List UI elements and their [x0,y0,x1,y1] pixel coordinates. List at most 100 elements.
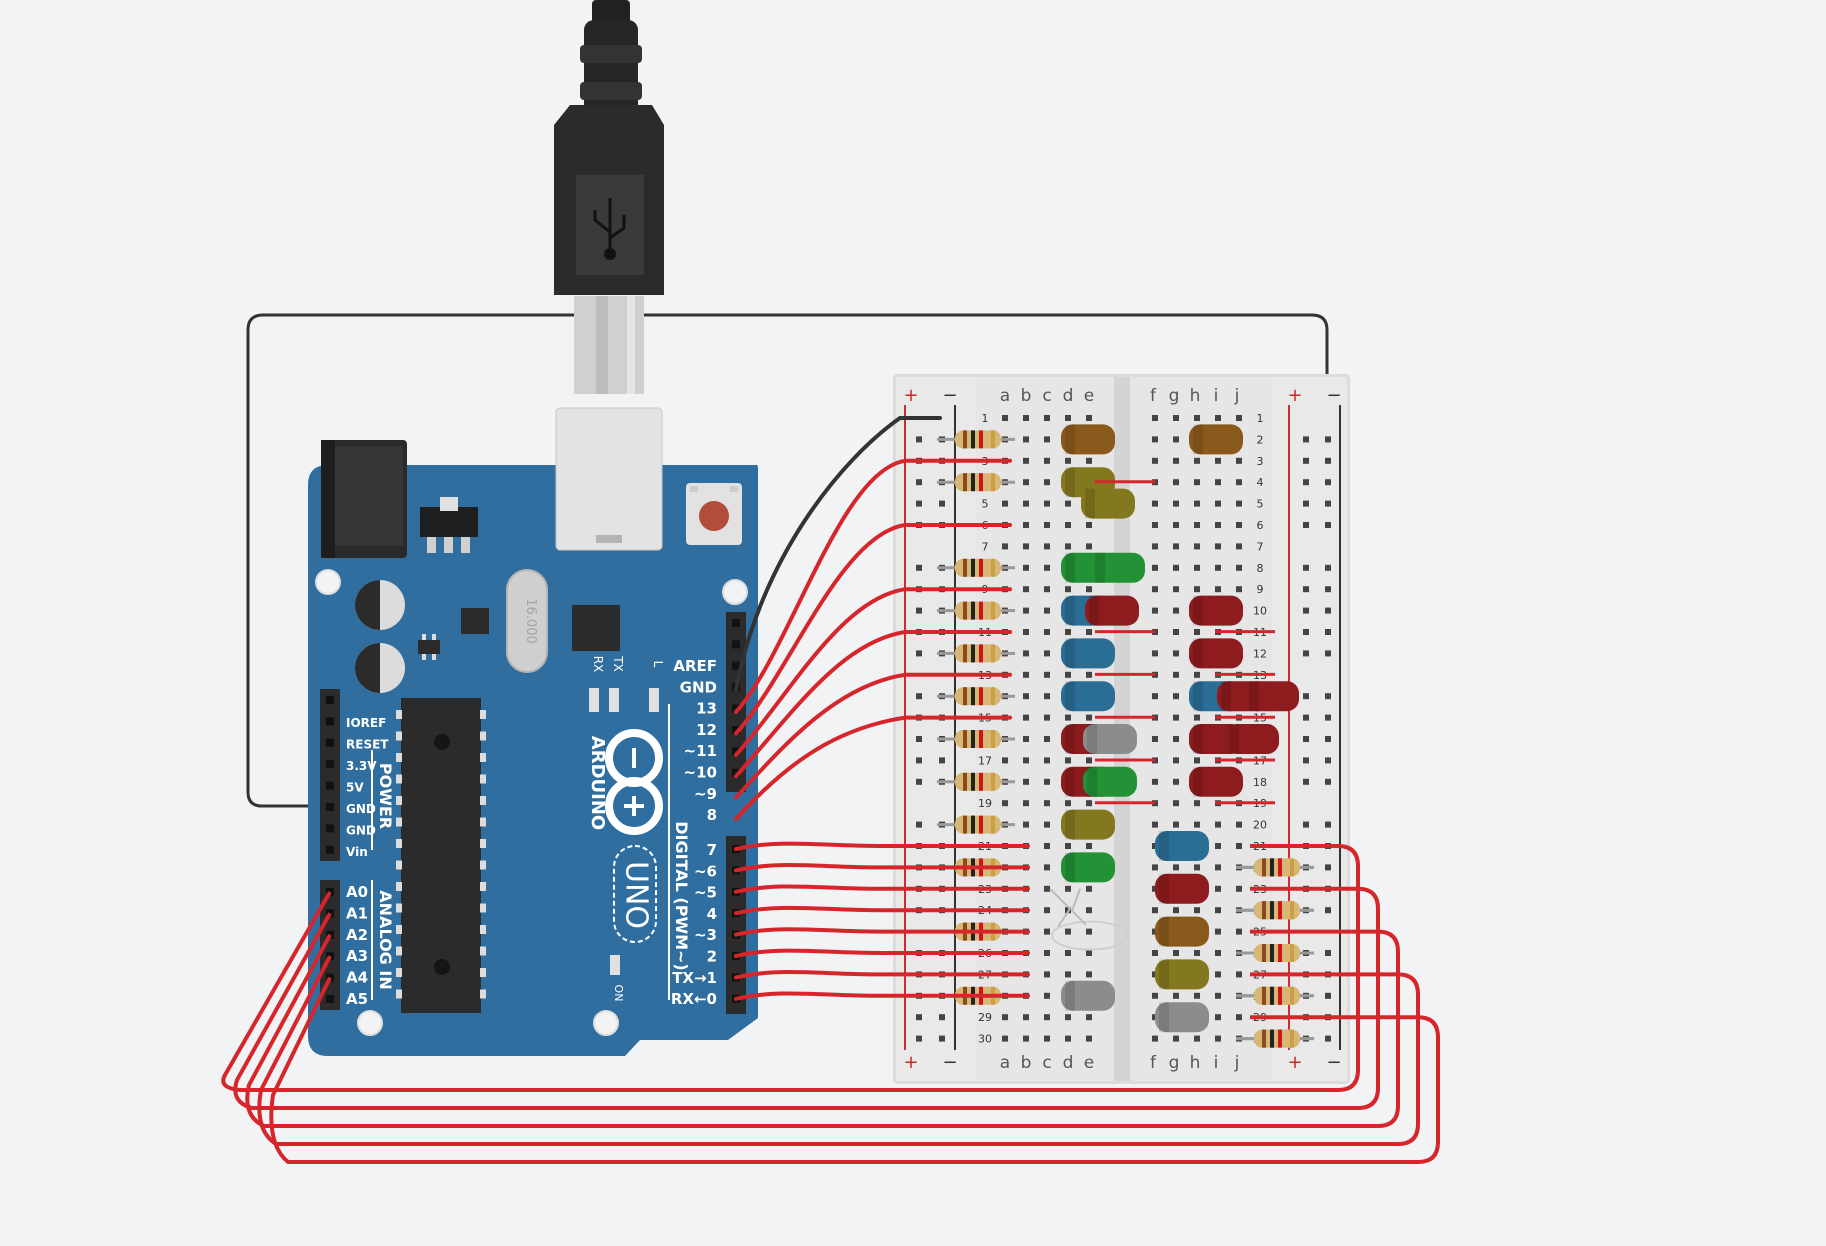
breadboard-hole[interactable] [1152,586,1158,593]
breadboard-hole[interactable] [1044,479,1050,486]
breadboard-hole[interactable] [1173,1035,1179,1042]
led[interactable] [1155,916,1209,947]
breadboard-hole[interactable] [1215,1035,1221,1042]
rail-hole[interactable] [1325,607,1331,614]
breadboard-hole[interactable] [1002,1014,1008,1021]
breadboard-hole[interactable] [1194,522,1200,528]
resistor[interactable] [937,473,1015,492]
breadboard-hole[interactable] [1065,971,1071,978]
breadboard-hole[interactable] [1236,885,1242,892]
breadboard-hole[interactable] [1065,843,1071,849]
rail-hole[interactable] [1303,821,1309,828]
breadboard-hole[interactable] [1044,671,1050,678]
breadboard-hole[interactable] [1023,457,1029,464]
power-header-pin[interactable] [326,781,334,790]
breadboard-hole[interactable] [1173,907,1179,914]
breadboard-hole[interactable] [1173,650,1179,657]
breadboard-hole[interactable] [1044,907,1050,914]
breadboard-hole[interactable] [1173,629,1179,635]
red-wire[interactable] [734,630,1012,779]
led[interactable] [1061,980,1115,1011]
rail-hole[interactable] [916,757,922,764]
breadboard-hole[interactable] [1152,607,1158,614]
power-header-pin[interactable] [326,738,334,747]
rail-hole[interactable] [916,693,922,700]
breadboard-hole[interactable] [1023,543,1029,550]
breadboard-hole[interactable] [1236,564,1242,571]
breadboard-hole[interactable] [1152,564,1158,571]
breadboard-hole[interactable] [1236,928,1242,935]
breadboard-hole[interactable] [1023,500,1029,507]
breadboard-hole[interactable] [1173,479,1179,486]
breadboard-hole[interactable] [1086,950,1092,956]
breadboard-hole[interactable] [1086,800,1092,807]
breadboard-hole[interactable] [1002,800,1008,807]
rail-hole[interactable] [916,821,922,828]
rail-hole[interactable] [1303,436,1309,443]
rail-hole[interactable] [1325,500,1331,507]
breadboard-hole[interactable] [1215,928,1221,935]
red-wire[interactable] [734,458,1012,714]
resistor[interactable] [1236,986,1314,1005]
breadboard-hole[interactable] [1002,415,1008,421]
breadboard-hole[interactable] [1152,821,1158,828]
breadboard-hole[interactable] [1215,950,1221,956]
breadboard-hole[interactable] [1236,522,1242,528]
led[interactable] [1083,724,1137,754]
breadboard-hole[interactable] [1044,800,1050,807]
breadboard-hole[interactable] [1044,736,1050,742]
resistor[interactable] [1236,901,1314,920]
breadboard-hole[interactable] [1065,800,1071,807]
rail-hole[interactable] [1303,479,1309,486]
rail-hole[interactable] [1325,757,1331,764]
breadboard-hole[interactable] [1002,1035,1008,1042]
rail-hole[interactable] [916,778,922,785]
rail-hole[interactable] [1303,457,1309,464]
breadboard-hole[interactable] [1023,522,1029,528]
led[interactable] [1083,766,1137,797]
led[interactable] [1189,424,1243,455]
breadboard-hole[interactable] [1086,543,1092,550]
breadboard-hole[interactable] [1152,736,1158,742]
breadboard-hole[interactable] [1152,543,1158,550]
breadboard-hole[interactable] [1044,629,1050,635]
breadboard-hole[interactable] [1044,1035,1050,1042]
rail-hole[interactable] [1325,457,1331,464]
breadboard-hole[interactable] [1152,1035,1158,1042]
rail-hole[interactable] [916,479,922,486]
breadboard-hole[interactable] [1086,757,1092,764]
breadboard-hole[interactable] [1152,950,1158,956]
rail-hole[interactable] [1325,778,1331,785]
breadboard-hole[interactable] [1044,457,1050,464]
led[interactable] [1189,766,1243,797]
rail-hole[interactable] [1325,992,1331,999]
breadboard-hole[interactable] [1173,415,1179,421]
red-wire[interactable] [734,927,1030,937]
rail-hole[interactable] [1303,586,1309,593]
breadboard-hole[interactable] [1236,843,1242,849]
led[interactable] [1155,1002,1209,1033]
breadboard-hole[interactable] [1065,671,1071,678]
breadboard-hole[interactable] [1173,864,1179,871]
analog-wire[interactable] [233,886,1380,1110]
breadboard-hole[interactable] [1023,736,1029,742]
breadboard-hole[interactable] [1023,757,1029,764]
rail-hole[interactable] [916,736,922,742]
breadboard-hole[interactable] [1152,650,1158,657]
breadboard-hole[interactable] [1044,885,1050,892]
breadboard-hole[interactable] [1065,415,1071,421]
breadboard-hole[interactable] [1173,522,1179,528]
breadboard-hole[interactable] [1023,436,1029,443]
breadboard-hole[interactable] [1215,500,1221,507]
breadboard-hole[interactable] [1065,1035,1071,1042]
rail-hole[interactable] [916,500,922,507]
rail-hole[interactable] [916,564,922,571]
rail-hole[interactable] [1303,500,1309,507]
rail-hole[interactable] [1303,714,1309,721]
breadboard-hole[interactable] [1236,971,1242,978]
breadboard-hole[interactable] [1023,693,1029,700]
breadboard-hole[interactable] [1044,714,1050,721]
breadboard-hole[interactable] [1086,629,1092,635]
resistor[interactable] [1236,1029,1314,1048]
breadboard-hole[interactable] [1194,864,1200,871]
